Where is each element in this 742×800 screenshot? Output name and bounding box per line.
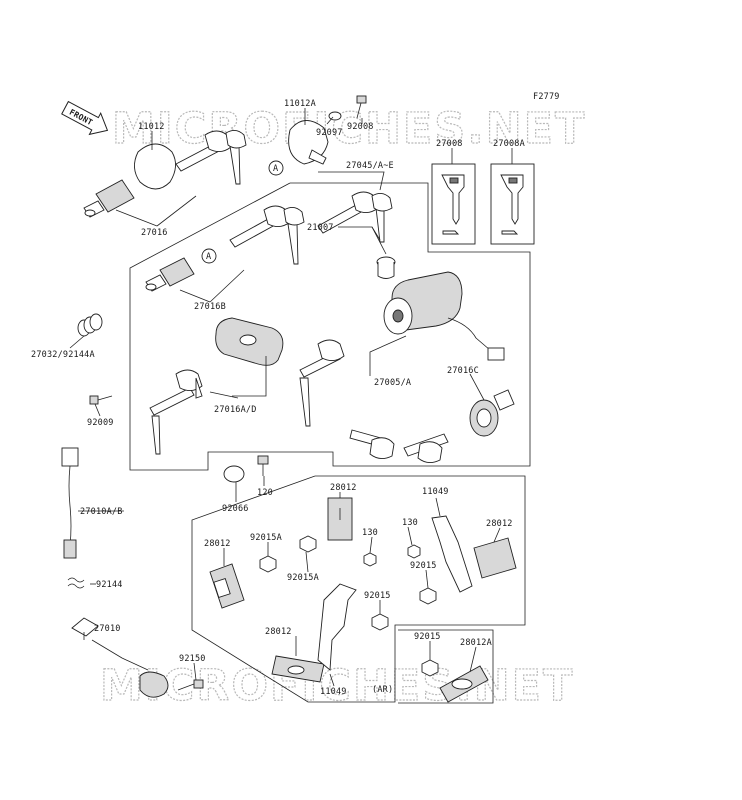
label-28012-top: 28012 [330, 483, 357, 493]
plate-11012a [288, 120, 329, 165]
reflector-28012-bottom [271, 655, 325, 683]
bolt-92150 [177, 679, 204, 691]
label-130-mid: 130 [362, 528, 378, 538]
callout-a-top: A [268, 160, 284, 176]
label-92015-ar: 92015 [414, 632, 441, 642]
nut-92015a-left [259, 555, 277, 573]
cover-27016ad [215, 317, 284, 366]
label-11049-right: 11049 [422, 487, 449, 497]
spring-92144 [67, 577, 85, 589]
label-11012: 11012 [138, 122, 165, 132]
label-28012-right: 28012 [486, 519, 513, 529]
bolt-120 [257, 455, 269, 476]
label-27008A: 27008A [493, 139, 525, 149]
label-130-right: 130 [402, 518, 418, 528]
label-27045: 27045/A~E [346, 161, 394, 171]
reflector-28012a [439, 665, 489, 703]
label-92066: 92066 [222, 504, 249, 514]
plate-11012 [134, 143, 176, 190]
spring-27032 [77, 313, 103, 337]
screw-92009 [89, 395, 113, 405]
label-92144: 92144 [96, 580, 123, 590]
label-92097: 92097 [316, 128, 343, 138]
label-92015-right: 92015 [410, 561, 437, 571]
key-set-27016ad [149, 369, 203, 455]
washer-92097 [328, 111, 342, 121]
ignition-switch-27005 [383, 271, 505, 361]
label-92015-mid: 92015 [364, 591, 391, 601]
label-27016B: 27016B [194, 302, 226, 312]
svg-text:A: A [206, 252, 211, 262]
front-arrow-icon: FRONT [61, 100, 109, 136]
label-92015A-mid: 92015A [287, 573, 319, 583]
lock-27016c [469, 389, 515, 437]
reflector-28012-right [473, 537, 517, 579]
label-11012A: 11012A [284, 99, 316, 109]
label-ar-note: (AR) [372, 685, 393, 695]
screw-92008 [356, 95, 367, 119]
watermark-top: MICROFICHES.NET [112, 104, 586, 154]
leader-lines [69, 108, 513, 687]
key-set-27005 [299, 339, 345, 427]
part-labels: 11012A 92008 11012 92097 27008 27008A 27… [31, 99, 525, 697]
label-27008: 27008 [436, 139, 463, 149]
nut-92015-mid [371, 613, 389, 631]
bracket-11049-right [431, 515, 473, 593]
label-27010AB: 27010A/B [80, 507, 123, 517]
reflector-28012-left [209, 563, 245, 609]
label-21007: 21007 [307, 223, 334, 233]
label-120: 120 [257, 488, 273, 498]
svg-text:A: A [273, 164, 278, 174]
label-27016: 27016 [141, 228, 168, 238]
lock-cylinder-27016b [145, 257, 195, 292]
group-box-ar [398, 629, 494, 704]
label-27016AD: 27016A/D [214, 405, 257, 415]
label-92015A-left: 92015A [250, 533, 282, 543]
callout-a-mid: A [201, 248, 217, 264]
bolt-130-mid [363, 552, 377, 567]
key-set-bottom [349, 429, 449, 463]
label-92150: 92150 [179, 654, 206, 664]
key-set-27016b [229, 205, 305, 265]
nut-92015-right [419, 587, 437, 605]
label-92009: 92009 [87, 418, 114, 428]
label-92008: 92008 [347, 122, 374, 132]
label-28012A: 28012A [460, 638, 492, 648]
group-box-main [129, 182, 531, 471]
nut-92015-ar [421, 659, 439, 677]
switch-27010 [71, 617, 169, 698]
cap-21007 [376, 256, 396, 279]
key-27008a [490, 163, 535, 245]
label-27032-92144A: 27032/92144A [31, 350, 95, 360]
bracket-11049-bottom [317, 583, 357, 671]
cap-92066 [223, 465, 245, 483]
reflector-28012-top [327, 497, 353, 541]
label-27010: 27010 [94, 624, 121, 634]
bolt-130-right [407, 544, 421, 559]
nut-92015a-mid [299, 535, 317, 553]
figure-code: F2779 [533, 92, 560, 102]
label-27016C: 27016C [447, 366, 479, 376]
label-11049-bottom: 11049 [320, 687, 347, 697]
label-28012-bottom: 28012 [265, 627, 292, 637]
harness-27010ab [61, 447, 79, 559]
lock-cylinder-27016 [83, 179, 135, 218]
key-set-11012 [175, 130, 247, 185]
key-set-27045 [317, 191, 393, 243]
label-27005A: 27005/A [374, 378, 411, 388]
watermark-bottom: MICROFICHES.NET [100, 661, 574, 711]
key-27008 [431, 163, 476, 245]
group-box-reflectors [191, 475, 526, 703]
label-28012-left: 28012 [204, 539, 231, 549]
